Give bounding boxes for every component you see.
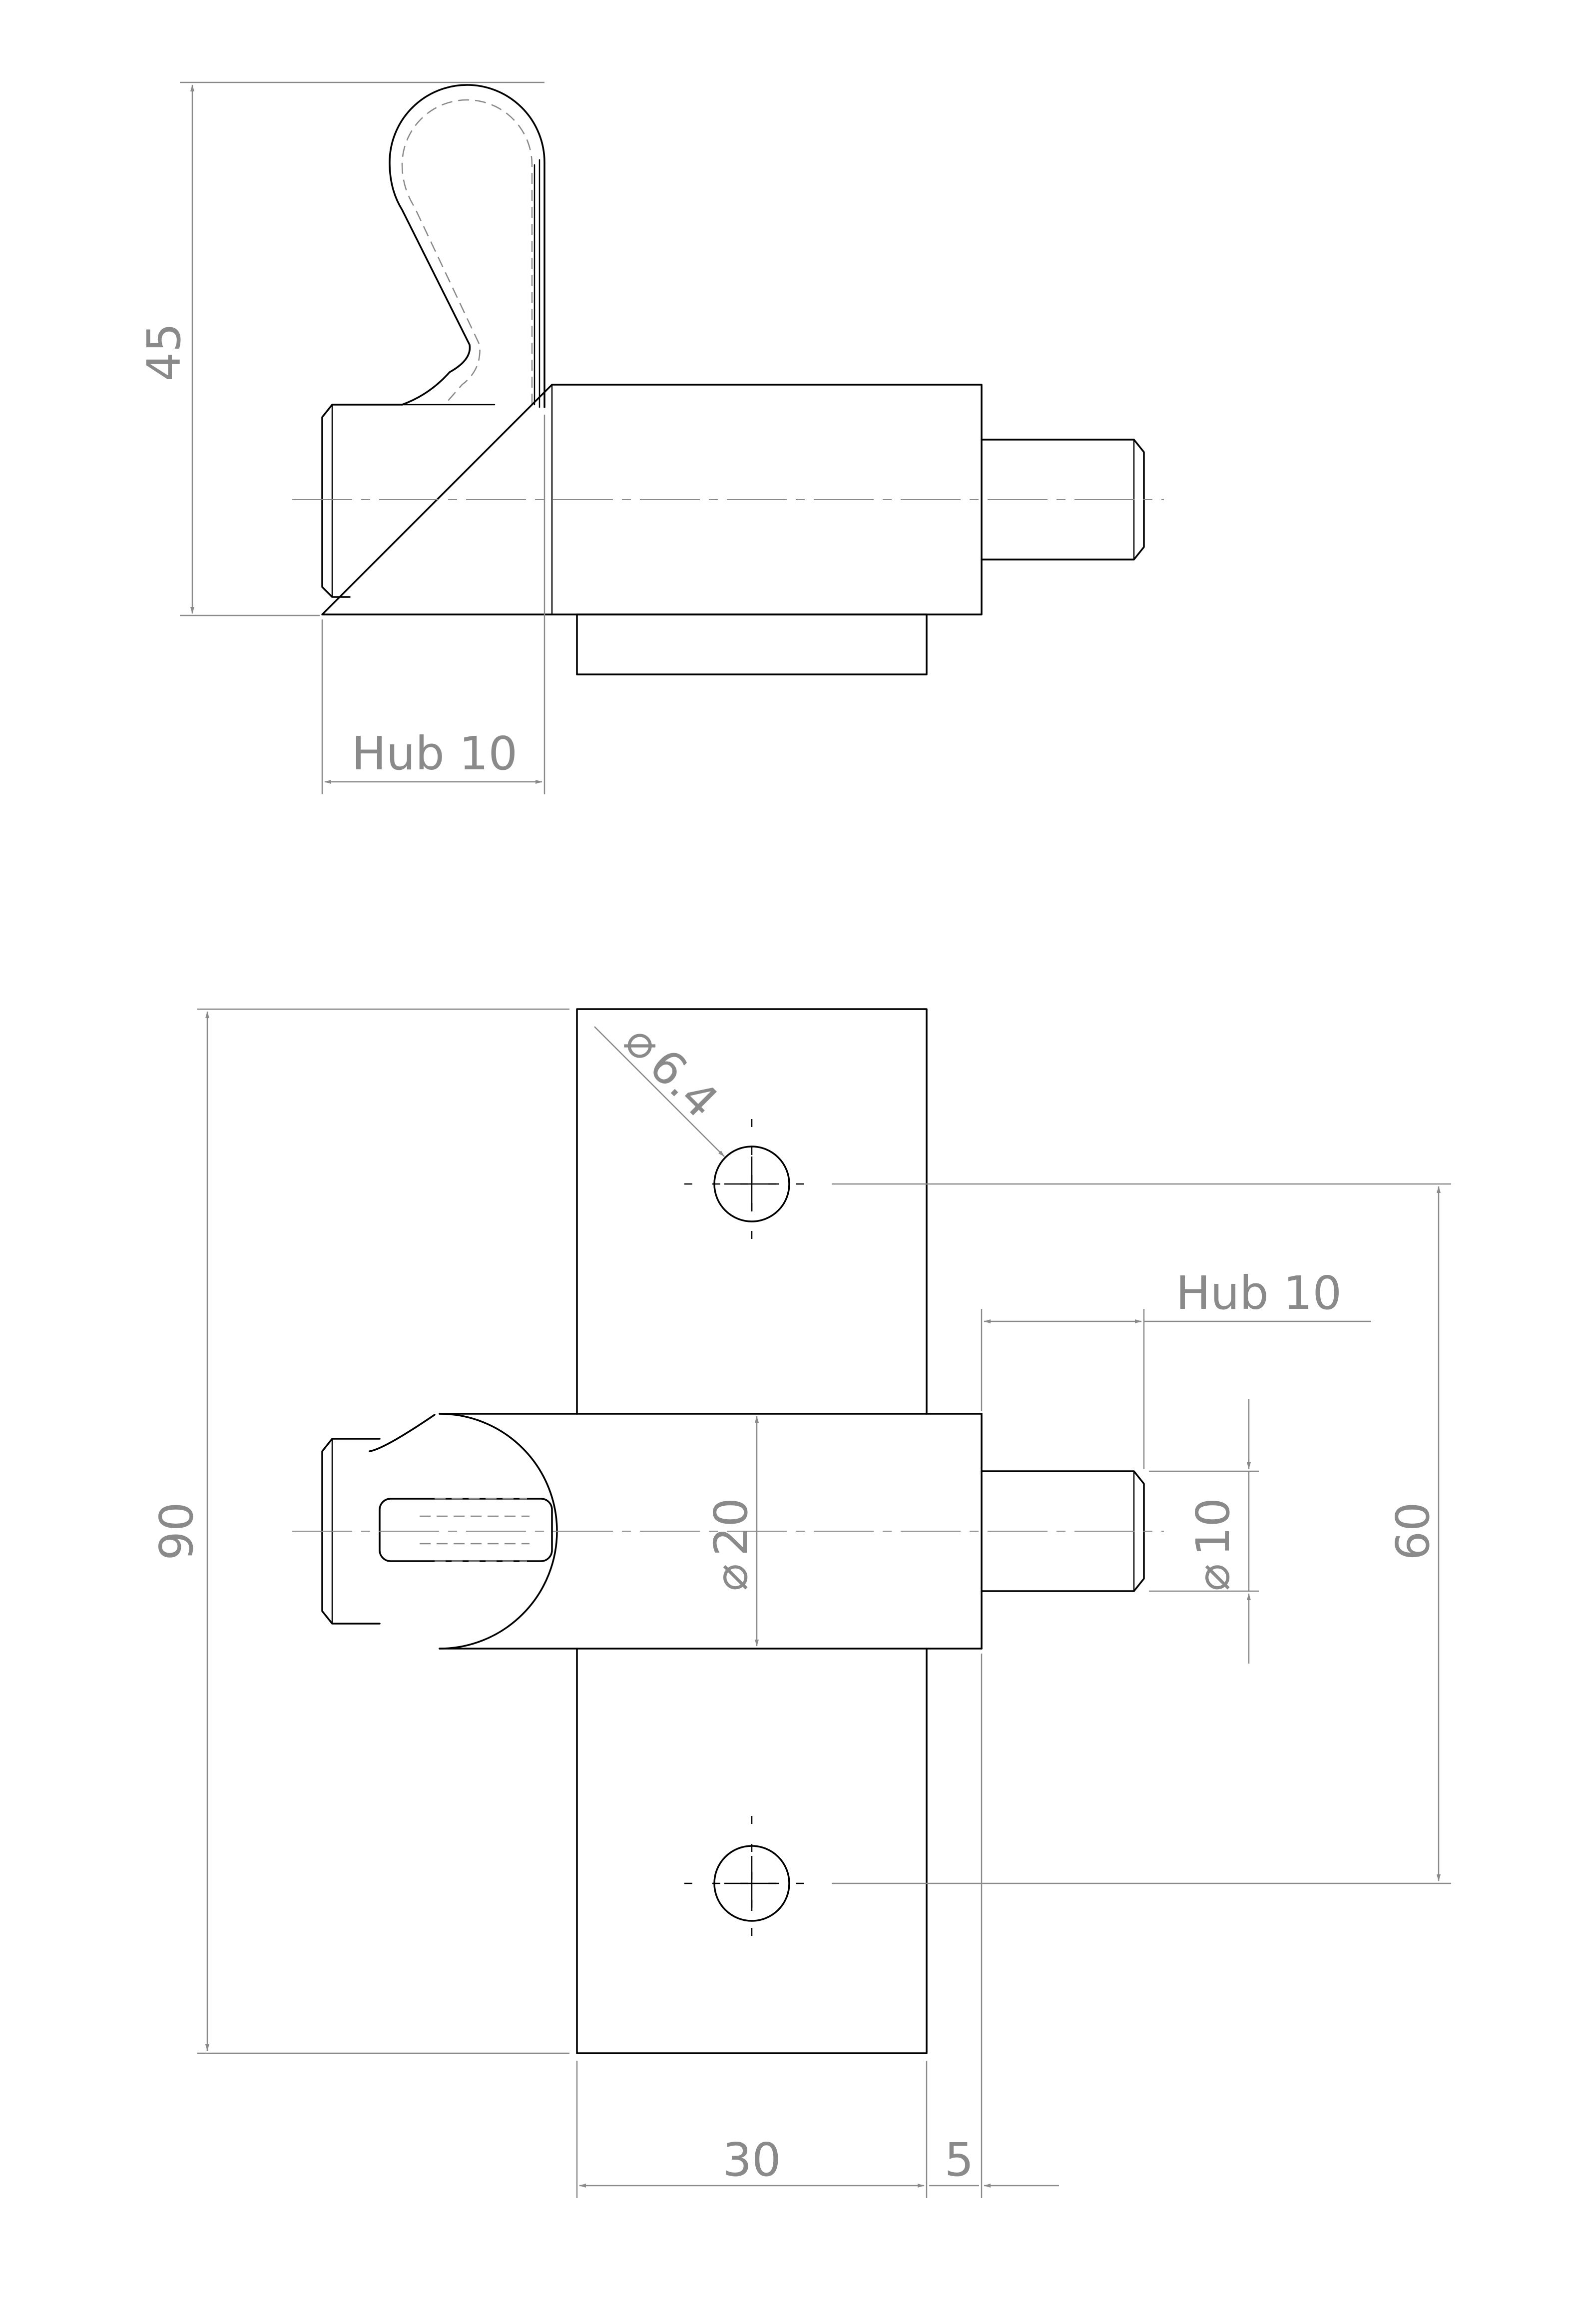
body-diameter-symbol: ⌀ xyxy=(704,1564,758,1591)
hole-spacing-label: 60 xyxy=(1386,1502,1440,1560)
side-view-body xyxy=(321,384,983,615)
dimension-side-height: 45 xyxy=(137,81,544,616)
side-view-handle xyxy=(389,84,545,408)
dimension-hole-diameter: ⌀ 6.4 xyxy=(594,1014,728,1157)
side-stroke-label: Hub 10 xyxy=(352,727,518,780)
side-view-mounting-plate xyxy=(576,613,928,675)
dimension-body-diameter: ⌀ 20 xyxy=(704,1416,759,1647)
dimension-side-stroke: Hub 10 xyxy=(321,415,545,794)
dimension-pin-diameter: ⌀ 10 xyxy=(1149,1399,1259,1664)
front-view xyxy=(292,1008,1164,2054)
dimension-hole-spacing: 60 xyxy=(832,1183,1451,1884)
pin-diameter-symbol: ⌀ xyxy=(1186,1564,1240,1591)
side-view xyxy=(292,84,1164,675)
dimension-plate-height: 90 xyxy=(150,1008,569,2054)
dimension-offset: 5 xyxy=(929,1654,1059,2198)
front-stroke-label: Hub 10 xyxy=(1176,1266,1342,1320)
body-diameter-label: 20 xyxy=(704,1498,758,1556)
front-view-mounting-plate xyxy=(576,1008,928,2054)
front-view-hole-top xyxy=(684,1119,819,1251)
plate-height-label: 90 xyxy=(150,1502,203,1560)
front-view-hole-bottom xyxy=(684,1816,819,1951)
side-view-bolt-tip xyxy=(321,404,496,598)
front-view-handle-slot xyxy=(379,1498,553,1562)
dimension-front-stroke: Hub 10 xyxy=(981,1266,1371,1469)
plate-width-label: 30 xyxy=(722,2133,781,2187)
offset-label: 5 xyxy=(945,2133,974,2187)
pin-diameter-label: 10 xyxy=(1186,1498,1240,1556)
dimension-plate-width: 30 xyxy=(576,2061,928,2198)
side-height-label: 45 xyxy=(137,323,191,381)
